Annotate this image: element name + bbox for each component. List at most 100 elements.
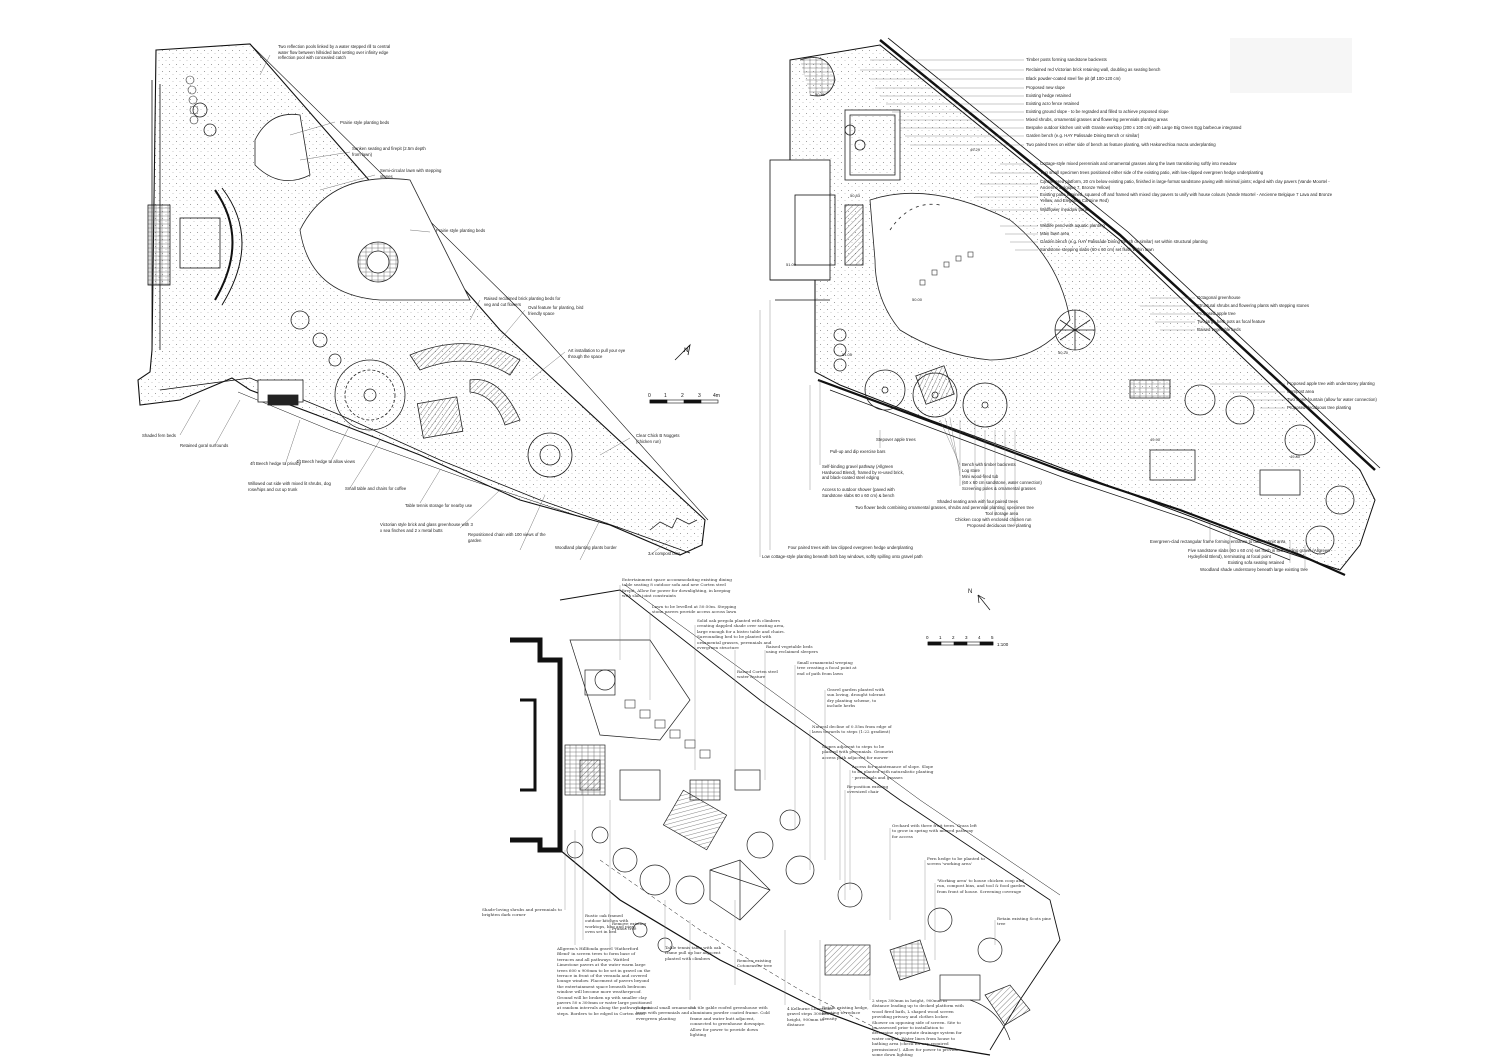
plan-c-label-left-7: Colonnical small ornamental trees with p… — [636, 1005, 696, 1021]
plan-a-scale-1: 1 — [664, 393, 667, 399]
plan-a-features — [192, 102, 698, 531]
plan-b-label-bottom-3: Self-binding gravel pathway (Allgreen Ha… — [822, 464, 904, 481]
plan-b-label-bottom-4: Access to outdoor shower (paved with San… — [822, 487, 895, 498]
plan-b-label-bottom-20: Low cottage-style planting beneath both … — [762, 554, 923, 559]
plan-b-label-top-13: Two small specimen trees positioned eith… — [1040, 170, 1264, 175]
plan-a-label-14: Willowed out side with mixed lit shrubs,… — [248, 481, 331, 492]
plan-a-label-10: Shaded fern beds — [142, 433, 176, 438]
plan-c-scale-0: 0 — [926, 635, 929, 640]
plan-b-label-bottom-6: Log store — [962, 468, 980, 473]
plan-c-scale-1: 1 — [939, 635, 942, 640]
plan-b-label-top-1: Timber posts forming sandstone backrests — [1026, 57, 1107, 62]
plan-b-label-top-6: Existing acro fence retained — [1026, 101, 1080, 106]
plan-b-label-bottom-1: Stepover apple trees — [876, 437, 916, 442]
plan-b-trees — [833, 124, 1355, 555]
plan-b-label-top-2: Reclaimed red Victorian brick retaining … — [1026, 67, 1161, 72]
plan-b-label-top-7: Existing ground slope - to be regraded a… — [1026, 109, 1169, 114]
plan-a-label-8: Art installation to pull your eye throug… — [568, 348, 626, 359]
plan-b-lawn — [869, 192, 1071, 361]
plan-c-scale-5: 5 — [991, 635, 994, 640]
plan-b-blank-box — [1230, 38, 1352, 93]
plan-b-boundary — [789, 37, 1381, 577]
plan-c-label-right-15: Retain existing Scots pine tree — [997, 916, 1052, 927]
plan-c-scale-3: 3 — [965, 635, 968, 640]
plan-c-house — [510, 637, 563, 853]
plan-b-label-top-5: Existing hedge retained — [1026, 93, 1071, 98]
plan-b-label-top-15: Existing patio retained, squared off and… — [1040, 192, 1333, 203]
plan-a-label-11: Retained goral surrounds — [180, 443, 229, 448]
plan-b-label-right-4: Two large herb pots as focal feature — [1197, 319, 1266, 324]
plan-c-features — [566, 779, 1031, 1041]
plan-c-label-right-3: Solid oak pergola planted with climbers … — [697, 618, 785, 651]
plan-c-label-left-2: Rustic oak framed outdoor kitchen with w… — [585, 913, 636, 935]
plan-c-label-left-5: Table tennis table with oak frame pull u… — [665, 945, 722, 961]
plan-a-label-18: Repositioned chain with 100 views of the… — [468, 532, 546, 543]
plan-b-level-7: 50.20 — [1058, 350, 1069, 355]
plan-b-house — [769, 159, 864, 301]
plan-b-label-top-3: Black powder-coated steel fire pit (Ø 10… — [1026, 76, 1121, 81]
plan-a-scale-2: 2 — [681, 393, 684, 399]
plan-c-label-right-5: Raised Corten steel water feature — [737, 669, 778, 680]
plan-c-leaders — [564, 585, 996, 1005]
plan-c-label-right-10: Access for maintenance of slope. Slope t… — [852, 764, 934, 780]
plan-c-north-label: N — [968, 589, 972, 595]
plan-a-label-5: Prairie style planting beds — [436, 228, 486, 233]
plan-c-label-left-11: 2 steps 300mm in height, 900mm in distan… — [872, 998, 964, 1058]
plan-b-level-6: 51.05 — [842, 352, 853, 357]
plan-c-label-right-13: Fern hedge to be planted to screen 'work… — [927, 856, 985, 867]
plan-b-label-bottom-10: Shaded seating area with four paired tre… — [937, 499, 1018, 504]
plan-c-label-right-6: Small ornamental weeping tree creating a… — [797, 660, 857, 676]
plan-b-level-2: 49.29 — [970, 147, 981, 152]
plan-a-scale-4: 4m — [713, 393, 720, 399]
plan-b-label-top-12: Cottage-style mixed perennials and ornam… — [1040, 161, 1237, 166]
plan-b-label-top-19: Garden bench (e.g. HAY Palissade Dining … — [1040, 239, 1208, 244]
plan-b-label-top-11: Two paired trees on either side of bench… — [1026, 142, 1216, 147]
plan-a-label-4: Semi-circular lawn with stepping stones — [380, 168, 442, 179]
plan-c-scale-ratio: 1:100 — [997, 642, 1009, 647]
plan-a-label-7: Oval feature for planting, bird friendly… — [528, 305, 584, 316]
plan-b-label-top-8: Mixed shrubs, ornamental grasses and flo… — [1026, 117, 1168, 122]
plan-b-label-top-9: Bespoke outdoor kitchen unit with Granit… — [1026, 125, 1242, 130]
plan-b-label-right-1: Octagonal greenhouse — [1197, 295, 1241, 300]
plan-c-label-right-4: Raised vegetable beds using reclaimed sl… — [766, 644, 818, 655]
plan-b-label-right-8: Two stone fountain (allow for water conn… — [1287, 397, 1377, 402]
plan-c-label-left-3: Remove existing Prunus tree — [612, 921, 647, 932]
plan-b-label-right-5: Raised vegetable beds — [1197, 327, 1241, 332]
plan-c-scale-bar — [927, 641, 994, 646]
plan-b-level-1: 50.91 — [815, 92, 826, 97]
plan-c-north-arrow — [977, 594, 991, 611]
plan-b-stepping-stones — [919, 251, 974, 286]
plan-b-label-bottom-15: Evergreen-clad rectangular frame forming… — [1150, 539, 1286, 544]
plan-a-label-15: Small table and chairs for coffee — [345, 486, 407, 491]
plan-a-label-3: Sunken seating and firepit (2.5m depth f… — [352, 146, 426, 157]
plan-a-label-17: Victorian style brick and glass greenhou… — [380, 522, 473, 533]
plan-a-label-2: Prairie style planting beds — [340, 120, 390, 125]
plan-c-label-left-10: Retain existing hedge, planting to reduc… — [822, 1005, 869, 1021]
plan-c-label-right-12: Orchard with three fruit trees. Grass le… — [892, 823, 977, 839]
plan-c-label-left-4: Allgreen's Hillfonda gravel 'Hatherford … — [557, 946, 652, 1016]
plan-b-label-bottom-18: Woodland shade understorey beneath large… — [1200, 567, 1308, 572]
plan-b-label-right-7: Compost area — [1287, 389, 1314, 394]
plan-c-label-right-8: Natural decline of 0.55m from edge of la… — [812, 724, 892, 735]
plan-b-label-right-2: Structural shrubs and flowering plants w… — [1197, 303, 1310, 308]
plan-c-label-right-1: Entertainment space accommodating existi… — [622, 577, 732, 599]
plan-a-north-arrow — [674, 343, 691, 361]
plan-c-label-right-9: Slopes adjacent to steps to be planted w… — [822, 744, 894, 760]
plan-b-label-right-9: Proposed deciduous tree planting — [1287, 405, 1352, 410]
plan-b-label-bottom-7: Mini wood-fired tub — [962, 474, 999, 479]
plan-c-label-left-1: Shade-loving shrubs and perennials to br… — [482, 907, 562, 918]
plan-a-label-13: 4ft Beech hedge to allow views — [296, 459, 355, 464]
plan-c-label-left-6: Remove existing Cotoneaster tree — [737, 958, 773, 969]
plan-b-level-5: 50.00 — [912, 297, 923, 302]
plan-c-label-left-9: 4 Kelburne Limestone gravel steps 300mm … — [787, 1006, 835, 1028]
plan-b-label-right-6: Proposed apple tree with understorey pla… — [1287, 381, 1375, 386]
plan-b-label-top-17: Wildlife pond with aquatic planting — [1040, 223, 1105, 228]
plan-b-label-top-14: Cantilevered platform, 20 cm below exist… — [1040, 179, 1330, 190]
plan-a-hedge — [185, 75, 199, 125]
plan-c-lawn — [569, 639, 691, 741]
plan-a-scale-bar — [649, 399, 719, 404]
plan-b-label-bottom-5: Bench with timber backrests — [962, 462, 1016, 467]
